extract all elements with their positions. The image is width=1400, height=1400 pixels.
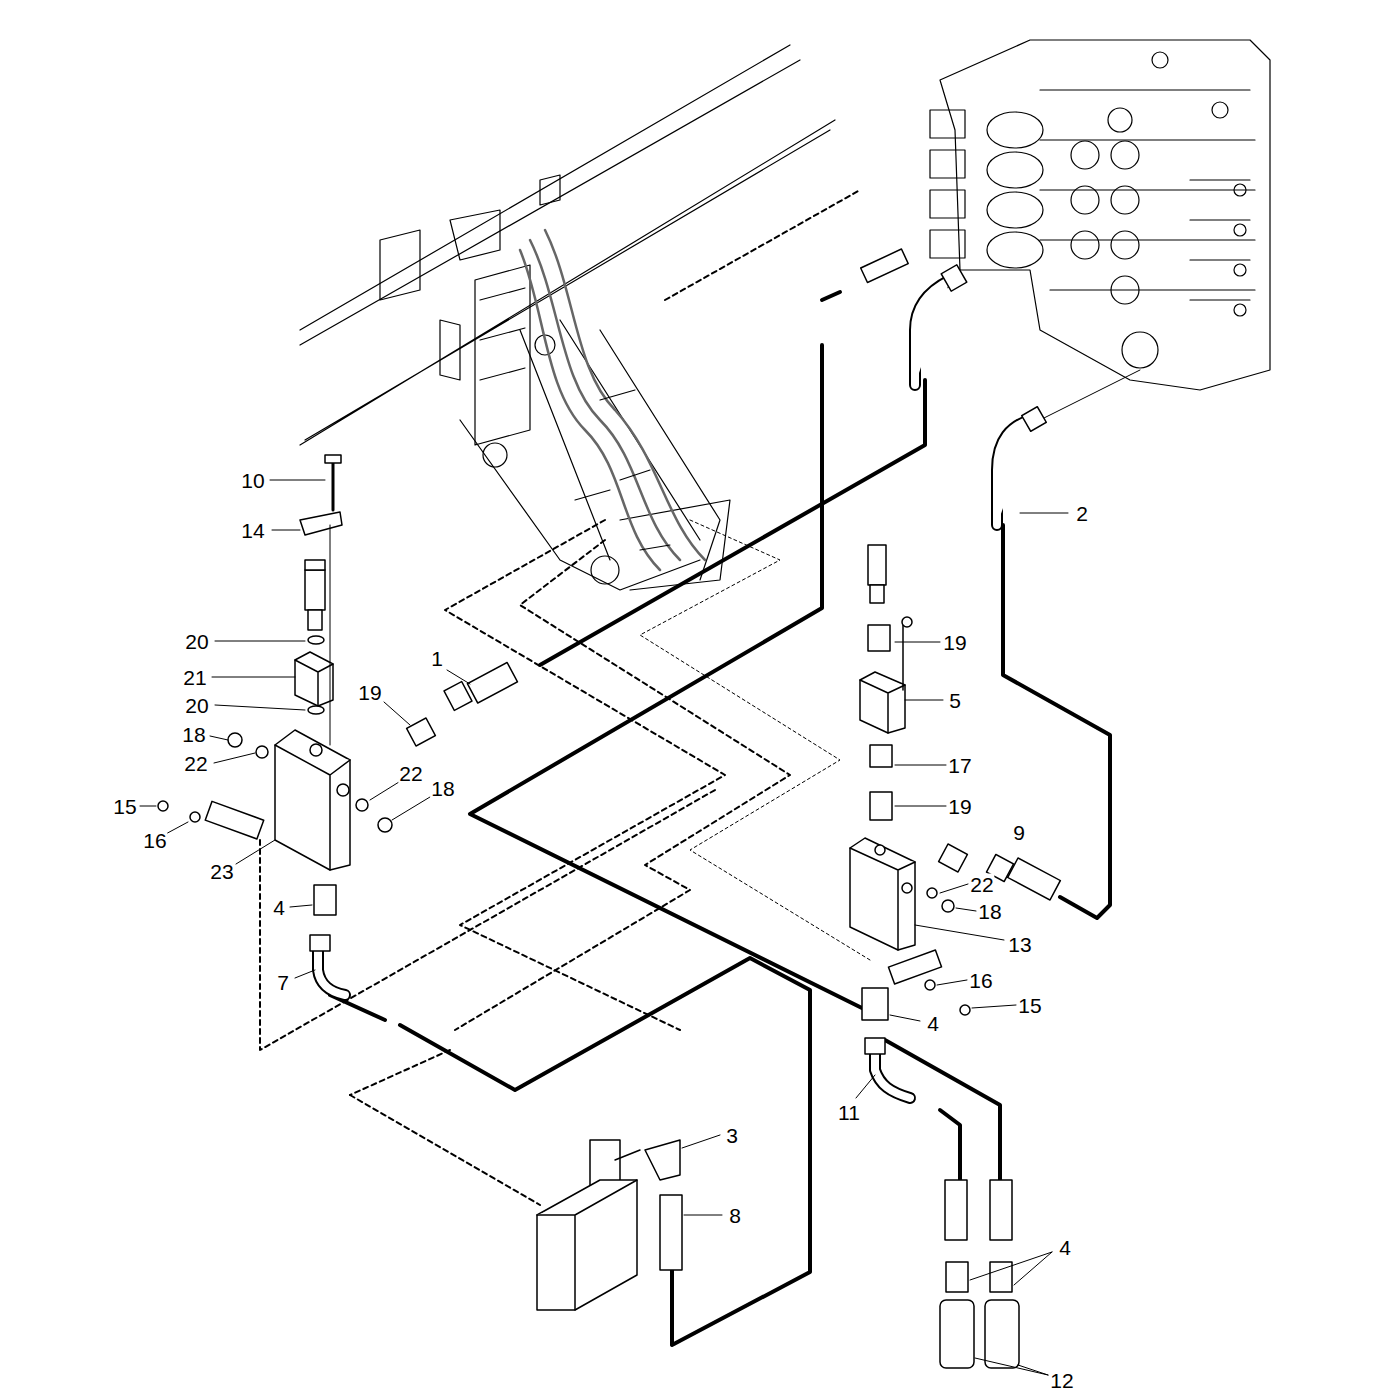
callout-number: 19 bbox=[947, 796, 972, 817]
callout-number: 22 bbox=[183, 753, 208, 774]
callout-number: 5 bbox=[948, 690, 962, 711]
callout-number: 19 bbox=[357, 682, 382, 703]
callout-number: 14 bbox=[240, 520, 265, 541]
fittings bbox=[305, 249, 1140, 1368]
callout-number: 19 bbox=[942, 632, 967, 653]
callout-number: 9 bbox=[1012, 822, 1026, 843]
callout-number: 22 bbox=[969, 874, 994, 895]
callout-number: 22 bbox=[398, 763, 423, 784]
callout-number: 15 bbox=[1017, 995, 1042, 1016]
callout-number: 4 bbox=[272, 897, 286, 918]
callout-number: 12 bbox=[1049, 1370, 1074, 1391]
leader-lines bbox=[140, 480, 1068, 1375]
callout-number: 2 bbox=[1075, 503, 1089, 524]
callout-number: 20 bbox=[184, 631, 209, 652]
control-valve bbox=[930, 40, 1270, 390]
callout-number: 18 bbox=[430, 778, 455, 799]
callout-number: 8 bbox=[728, 1205, 742, 1226]
callout-number: 16 bbox=[968, 970, 993, 991]
hoses bbox=[330, 292, 1110, 1345]
callout-number: 23 bbox=[209, 861, 234, 882]
callout-number: 15 bbox=[112, 796, 137, 817]
callout-number: 18 bbox=[181, 724, 206, 745]
callout-number: 4 bbox=[926, 1013, 940, 1034]
callout-number: 1 bbox=[430, 648, 444, 669]
callout-number: 17 bbox=[947, 755, 972, 776]
callout-number: 3 bbox=[725, 1125, 739, 1146]
callout-number: 4 bbox=[1058, 1237, 1072, 1258]
callout-number: 7 bbox=[276, 972, 290, 993]
routing-dashes bbox=[260, 190, 860, 1205]
callout-number: 11 bbox=[837, 1102, 861, 1123]
callout-number: 13 bbox=[1007, 934, 1032, 955]
boom-frame bbox=[300, 45, 835, 590]
valve-blocks bbox=[158, 455, 970, 1310]
callout-number: 21 bbox=[182, 667, 207, 688]
callout-number: 18 bbox=[977, 901, 1002, 922]
callout-number: 10 bbox=[240, 470, 265, 491]
callout-number: 20 bbox=[184, 695, 209, 716]
callout-number: 16 bbox=[142, 830, 167, 851]
